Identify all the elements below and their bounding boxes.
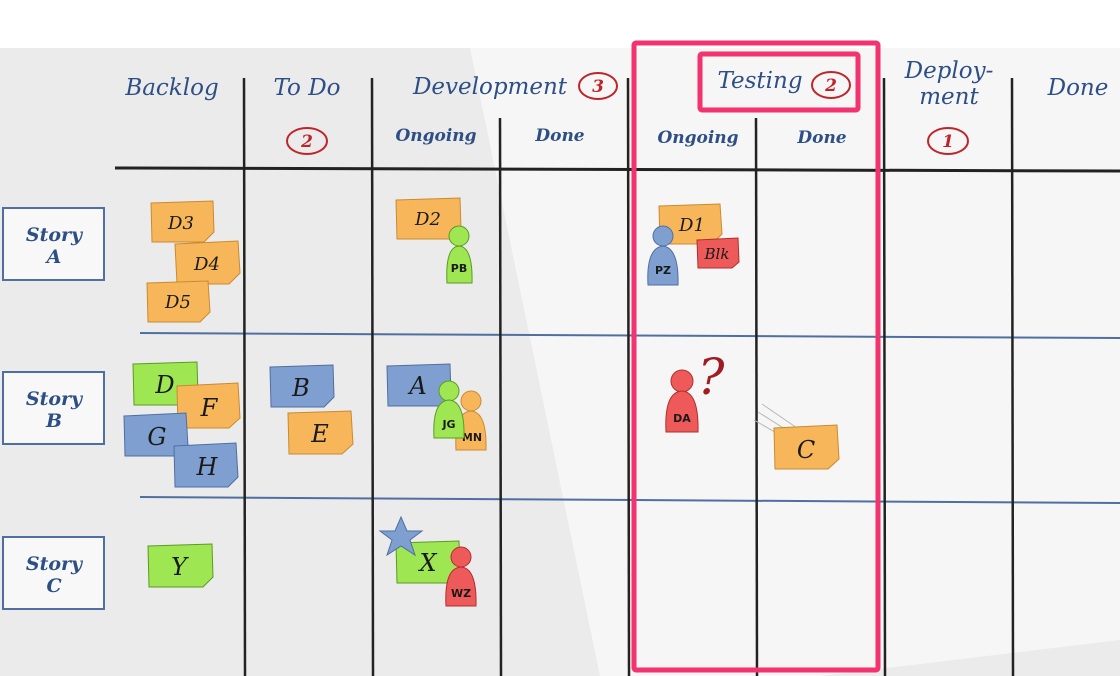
svg-text:2: 2	[300, 132, 313, 152]
deployment-wip-limit: 1	[927, 127, 969, 155]
svg-text:D1: D1	[678, 215, 705, 236]
subcolumn-header-dev-done: Done	[534, 126, 584, 146]
svg-text:G: G	[147, 423, 166, 451]
card-h[interactable]: H	[173, 442, 239, 488]
testing-column-highlight	[631, 40, 881, 673]
column-header-todo: To Do	[273, 75, 340, 101]
svg-text:D5: D5	[164, 292, 191, 313]
svg-text:C: C	[46, 575, 61, 597]
svg-text:E: E	[310, 420, 329, 448]
card-d5[interactable]: D5	[146, 280, 211, 323]
person-jg-icon: JG	[433, 380, 465, 439]
svg-text:Story: Story	[26, 224, 84, 246]
column-header-deployment-line2: ment	[919, 84, 979, 110]
column-header-done: Done	[1047, 75, 1109, 101]
svg-text:A: A	[407, 372, 426, 400]
swimlane-separator-bc	[139, 496, 1120, 504]
svg-text:D4: D4	[193, 254, 220, 275]
svg-text:D2: D2	[414, 209, 441, 230]
svg-text:WZ: WZ	[451, 587, 471, 600]
card-y[interactable]: Y	[147, 543, 214, 588]
svg-text:C: C	[797, 436, 815, 464]
development-wip-limit: 3	[578, 72, 618, 100]
card-g[interactable]: G	[123, 412, 189, 457]
person-pb-icon: PB	[446, 225, 473, 284]
header-rule	[114, 166, 1120, 173]
story-label-a: Story A	[2, 207, 105, 281]
story-label-b: Story B	[2, 371, 105, 445]
svg-text:Y: Y	[171, 553, 189, 581]
svg-text:2: 2	[824, 76, 837, 96]
subcolumn-header-dev-ongoing: Ongoing	[395, 126, 476, 146]
svg-text:A: A	[45, 246, 62, 268]
card-d2[interactable]: D2	[395, 197, 462, 240]
testing-header-highlight	[697, 51, 861, 113]
svg-text:3: 3	[592, 77, 604, 97]
svg-text:Story: Story	[26, 553, 84, 575]
svg-text:Story: Story	[26, 388, 84, 410]
svg-text:B: B	[291, 374, 310, 402]
card-b[interactable]: B	[269, 364, 335, 408]
subcolumn-header-testing-done: Done	[796, 128, 846, 148]
svg-text:PB: PB	[451, 262, 467, 275]
svg-text:DA: DA	[673, 412, 691, 425]
svg-text:PZ: PZ	[655, 264, 671, 277]
blocked-tag[interactable]: Blk	[696, 237, 740, 269]
svg-text:X: X	[417, 549, 437, 577]
story-label-c: Story C	[2, 536, 105, 610]
column-dividers	[242, 77, 1015, 676]
person-pz-icon: PZ	[647, 225, 679, 286]
svg-text:D3: D3	[167, 213, 194, 234]
svg-text:D: D	[154, 371, 174, 399]
column-header-development: Development	[412, 74, 568, 100]
column-header-deployment-line1: Deploy-	[904, 58, 994, 84]
swimlane-separator-ab	[139, 332, 1120, 339]
testing-wip-limit: 2	[811, 71, 851, 99]
svg-text:H: H	[196, 453, 219, 481]
question-mark: ?	[698, 348, 726, 406]
card-d3[interactable]: D3	[150, 200, 215, 243]
card-e[interactable]: E	[287, 410, 354, 455]
subcolumn-header-testing-ongoing: Ongoing	[657, 128, 738, 148]
card-a[interactable]: A	[386, 363, 452, 407]
todo-wip-limit: 2	[286, 127, 328, 155]
svg-text:MN: MN	[462, 431, 482, 444]
person-wz-icon: WZ	[445, 546, 477, 607]
star-icon	[378, 515, 424, 557]
svg-text:F: F	[200, 394, 219, 422]
svg-text:Blk: Blk	[704, 245, 730, 263]
card-c[interactable]: C	[773, 424, 840, 470]
svg-text:JG: JG	[441, 418, 455, 431]
person-da-icon: DA	[665, 369, 699, 433]
column-header-testing: Testing	[717, 68, 802, 94]
card-d4[interactable]: D4	[174, 240, 241, 285]
svg-text:B: B	[45, 410, 62, 432]
column-header-backlog: Backlog	[124, 75, 218, 101]
svg-text:1: 1	[942, 132, 954, 152]
